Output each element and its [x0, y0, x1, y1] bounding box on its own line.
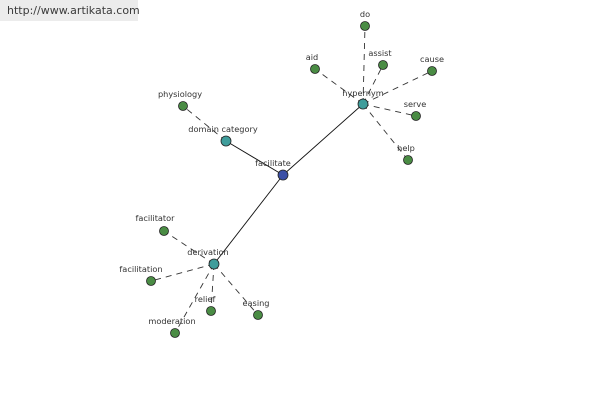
label-help[interactable]: help: [397, 143, 415, 153]
label-serve[interactable]: serve: [404, 99, 427, 109]
edge-hypernym-do: [362, 25, 366, 105]
edge-facilitate-hypernym: [282, 103, 364, 176]
label-aid[interactable]: aid: [306, 52, 319, 62]
node-moderation[interactable]: [170, 328, 180, 338]
label-easing[interactable]: easing: [243, 298, 270, 308]
site-url-watermark: http://www.artikata.com: [0, 0, 140, 21]
node-hypernym[interactable]: [357, 98, 369, 110]
edge-derivation-relief: [210, 263, 215, 312]
node-facilitation[interactable]: [146, 276, 156, 286]
edge-domain-category-physiology: [182, 105, 227, 142]
edge-derivation-facilitator: [163, 230, 215, 265]
label-domain-category[interactable]: domain category: [188, 124, 258, 134]
label-moderation[interactable]: moderation: [148, 316, 195, 326]
label-cause[interactable]: cause: [420, 54, 444, 64]
label-facilitation[interactable]: facilitation: [119, 264, 162, 274]
node-derivation[interactable]: [208, 258, 220, 270]
edge-hypernym-aid: [314, 68, 364, 105]
graph-nodes: [146, 21, 437, 338]
edge-hypernym-help: [362, 103, 409, 161]
edge-hypernym-serve: [362, 103, 417, 117]
label-do[interactable]: do: [360, 9, 370, 19]
label-hypernym[interactable]: hypernym: [342, 88, 384, 98]
label-derivation[interactable]: derivation: [187, 247, 228, 257]
node-cause[interactable]: [427, 66, 437, 76]
edge-hypernym-assist: [362, 64, 384, 105]
label-assist[interactable]: assist: [368, 48, 392, 58]
label-relief[interactable]: relief: [195, 294, 217, 304]
node-easing[interactable]: [253, 310, 263, 320]
node-relief[interactable]: [206, 306, 216, 316]
node-do[interactable]: [360, 21, 370, 31]
node-serve[interactable]: [411, 111, 421, 121]
node-assist[interactable]: [378, 60, 388, 70]
label-physiology[interactable]: physiology: [158, 89, 202, 99]
edge-facilitate-domain-category: [225, 140, 284, 176]
label-facilitate[interactable]: facilitate: [255, 158, 291, 168]
node-facilitate[interactable]: [277, 169, 289, 181]
node-aid[interactable]: [310, 64, 320, 74]
node-physiology[interactable]: [178, 101, 188, 111]
edge-derivation-easing: [213, 263, 259, 316]
edge-derivation-moderation: [174, 263, 215, 334]
node-domain-category[interactable]: [220, 135, 232, 147]
edge-hypernym-cause: [362, 70, 433, 105]
edge-facilitate-derivation: [213, 174, 284, 265]
node-help[interactable]: [403, 155, 413, 165]
label-facilitator[interactable]: facilitator: [135, 213, 175, 223]
graph-edges: [150, 25, 433, 334]
graph-labels: facilitate hypernym domain category derivat…: [119, 9, 444, 326]
node-facilitator[interactable]: [159, 226, 169, 236]
